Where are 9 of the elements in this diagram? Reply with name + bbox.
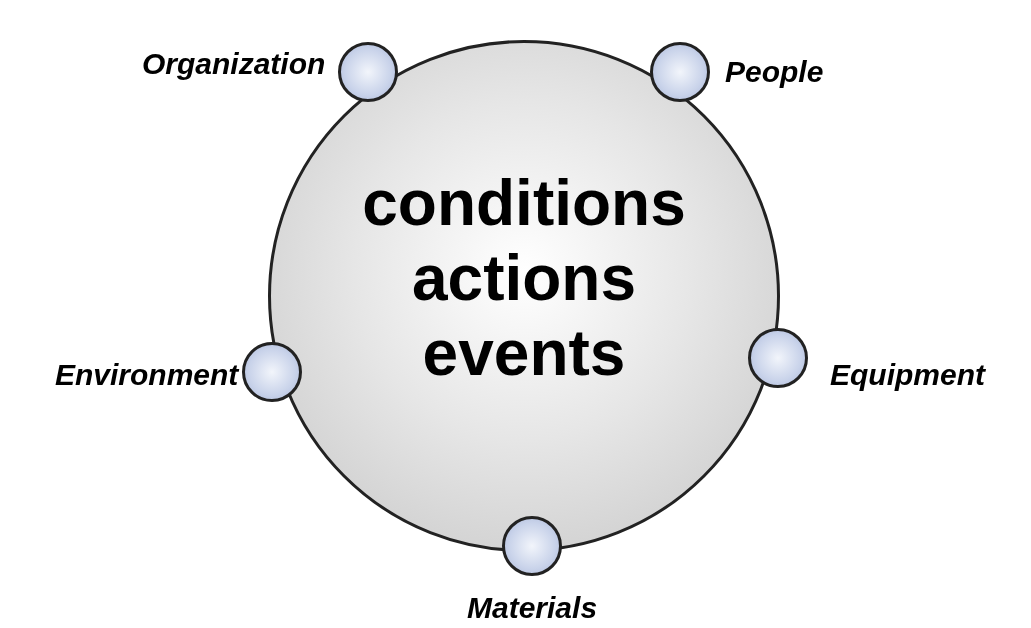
node-label: Environment	[55, 358, 239, 392]
node-label: Organization	[142, 47, 326, 81]
node-circle	[242, 342, 302, 402]
node-circle	[748, 328, 808, 388]
node-label: People	[725, 55, 824, 89]
node-label: Equipment	[830, 358, 985, 392]
center-text: conditions actions events	[361, 166, 687, 391]
node-label: Materials	[467, 591, 598, 625]
node-circle	[502, 516, 562, 576]
